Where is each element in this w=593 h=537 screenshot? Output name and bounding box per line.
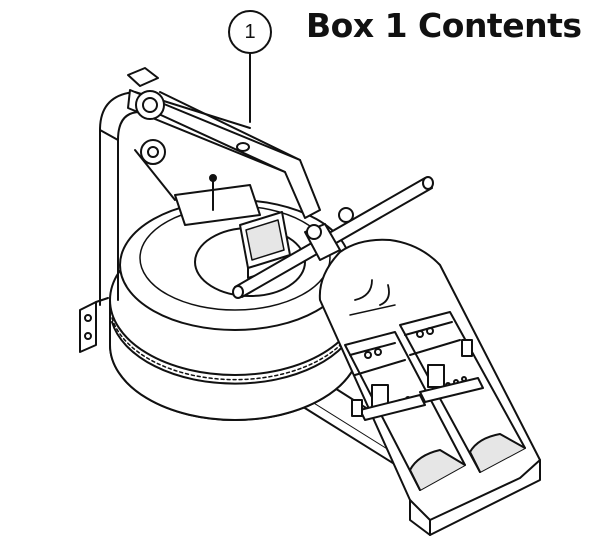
- monorail-arm: [127, 89, 321, 219]
- right-footplate: [399, 311, 526, 473]
- left-footplate: [344, 331, 466, 491]
- top-pulley: [127, 67, 166, 165]
- inner-struts: [134, 149, 261, 226]
- row-handle: [232, 176, 434, 299]
- mount-bracket: [79, 297, 109, 353]
- performance-monitor: [239, 211, 291, 279]
- page-title: Box 1 Contents: [306, 6, 582, 45]
- part-callout-number: 1: [228, 10, 272, 54]
- strap-buckles: [351, 339, 473, 417]
